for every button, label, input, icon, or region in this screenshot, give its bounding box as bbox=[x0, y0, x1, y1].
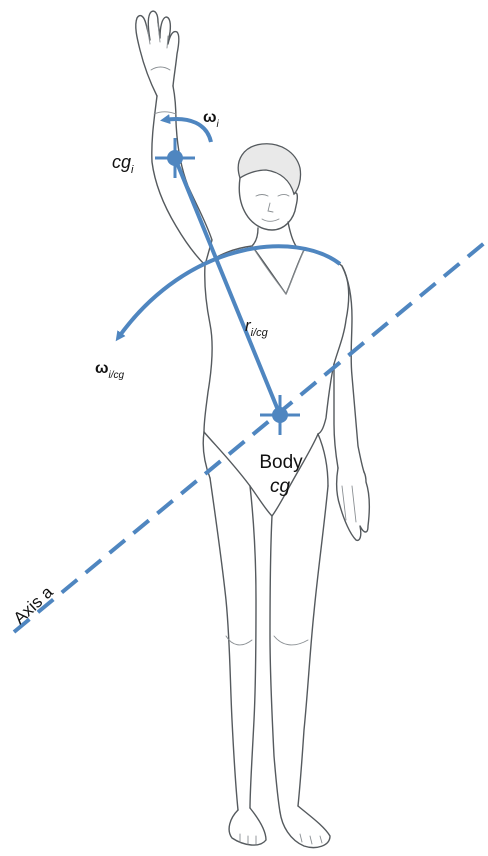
annotation-graphics bbox=[14, 119, 488, 632]
segment-cg-marker bbox=[155, 138, 195, 178]
radius-line bbox=[175, 158, 280, 415]
axis-a-dashed-line bbox=[14, 240, 488, 632]
body-cg-marker bbox=[260, 395, 300, 435]
body-cg-label-line2: cg bbox=[270, 476, 291, 497]
body-cg-label-line1: Body bbox=[259, 452, 303, 473]
segment-cg-label: cgi bbox=[112, 152, 134, 176]
human-figure-drawing bbox=[136, 11, 370, 847]
segment-omega-label: ωi bbox=[203, 109, 220, 130]
body-omega-label: ωi/cg bbox=[95, 360, 125, 381]
axis-label: Axis a bbox=[10, 582, 57, 628]
